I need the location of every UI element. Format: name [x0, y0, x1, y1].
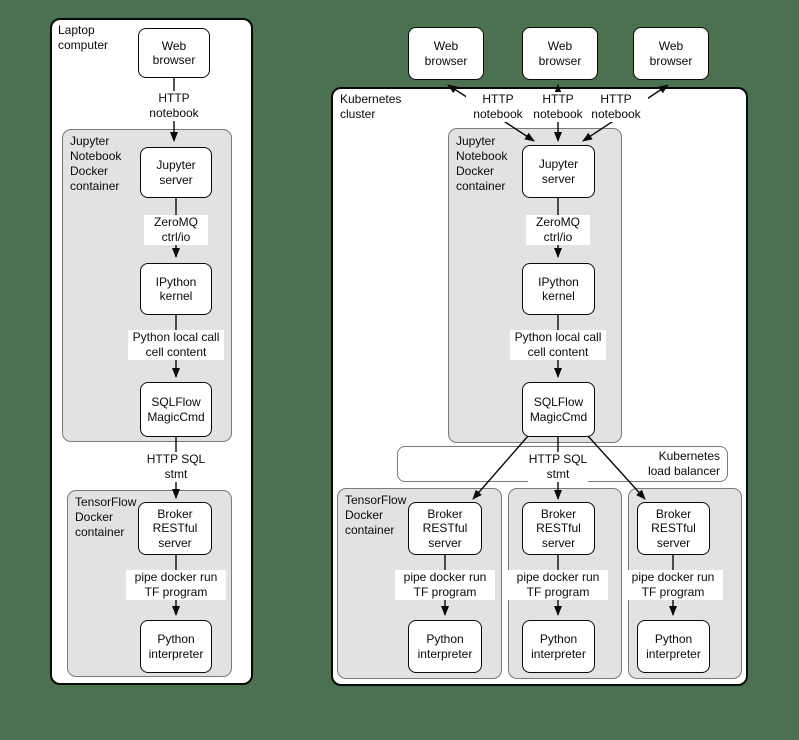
jupyter-server-node-right: Jupyter server	[522, 145, 595, 198]
python-interpreter-node-2: Python interpreter	[522, 620, 595, 673]
web-browser-node-left: Web browser	[138, 28, 210, 78]
broker-server-node-3: Broker RESTful server	[637, 502, 710, 555]
zeromq-label-left: ZeroMQ ctrl/io	[144, 215, 208, 245]
arrow-sqlflow-to-broker-3	[587, 435, 646, 500]
ipython-kernel-node-left: IPython kernel	[140, 263, 212, 315]
http-notebook-label-left: HTTP notebook	[142, 91, 206, 121]
laptop-computer-label: Laptop computer	[58, 23, 109, 52]
pipe-docker-run-label-left: pipe docker run TF program	[126, 570, 226, 600]
sqlflow-magiccmd-node-left: SQLFlow MagicCmd	[140, 382, 212, 437]
jupyter-server-node-left: Jupyter server	[140, 147, 212, 198]
load-balancer-label: Kubernetes load balancer	[647, 449, 720, 478]
http-notebook-label-2: HTTP notebook	[526, 92, 590, 122]
ipython-kernel-node-right: IPython kernel	[522, 263, 595, 315]
python-interpreter-node-left: Python interpreter	[140, 620, 212, 673]
http-notebook-label-1: HTTP notebook	[466, 92, 530, 122]
pipe-docker-run-label-2: pipe docker run TF program	[508, 570, 608, 600]
tf-container-right-1-label: TensorFlow Docker container	[345, 493, 407, 537]
web-browser-node-2: Web browser	[522, 27, 598, 80]
http-notebook-label-3: HTTP notebook	[584, 92, 648, 122]
web-browser-node-1: Web browser	[408, 27, 484, 80]
python-local-call-label-left: Python local call cell content	[128, 330, 224, 360]
http-sql-stmt-label-right: HTTP SQL stmt	[528, 452, 588, 482]
broker-server-node-left: Broker RESTful server	[138, 502, 212, 555]
kubernetes-cluster-label: Kubernetes cluster	[340, 92, 402, 121]
http-sql-stmt-label-left: HTTP SQL stmt	[146, 452, 206, 482]
python-local-call-label-right: Python local call cell content	[510, 330, 606, 360]
zeromq-label-right: ZeroMQ ctrl/io	[526, 215, 590, 245]
sqlflow-magiccmd-node-right: SQLFlow MagicCmd	[522, 382, 595, 437]
tf-container-left-label: TensorFlow Docker container	[75, 495, 137, 539]
python-interpreter-node-3: Python interpreter	[637, 620, 710, 673]
broker-server-node-1: Broker RESTful server	[408, 502, 482, 555]
web-browser-node-3: Web browser	[633, 27, 709, 80]
arrow-sqlflow-to-broker-1	[472, 435, 529, 500]
broker-server-node-2: Broker RESTful server	[522, 502, 595, 555]
pipe-docker-run-label-3: pipe docker run TF program	[623, 570, 723, 600]
jupyter-container-right-label: Jupyter Notebook Docker container	[456, 134, 508, 193]
jupyter-container-left-label: Jupyter Notebook Docker container	[70, 134, 122, 193]
pipe-docker-run-label-1: pipe docker run TF program	[395, 570, 495, 600]
python-interpreter-node-1: Python interpreter	[408, 620, 482, 673]
